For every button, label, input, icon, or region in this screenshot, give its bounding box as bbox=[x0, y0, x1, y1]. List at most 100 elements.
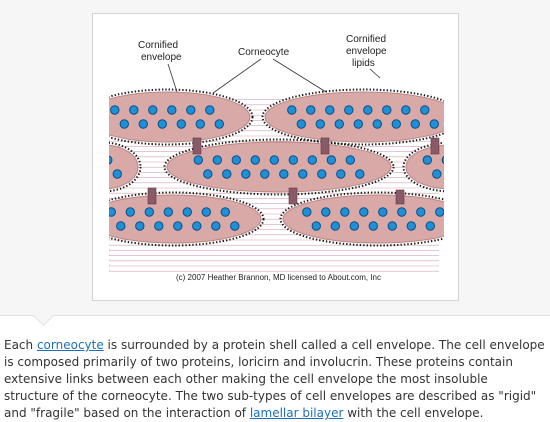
granule bbox=[109, 155, 113, 165]
granule bbox=[157, 119, 168, 129]
granule bbox=[193, 155, 204, 165]
cell-body bbox=[109, 194, 262, 244]
granule bbox=[129, 105, 139, 115]
granule bbox=[325, 105, 335, 115]
granule bbox=[425, 221, 435, 231]
granule bbox=[330, 221, 341, 231]
granule bbox=[260, 169, 270, 179]
granule bbox=[250, 155, 261, 165]
label-envelope-lipids-line2: envelope bbox=[346, 46, 387, 57]
granule bbox=[119, 119, 129, 129]
granule bbox=[344, 105, 354, 115]
granule bbox=[205, 105, 215, 115]
caption-paragraph: Each corneocyte is surrounded by a prote… bbox=[4, 337, 546, 422]
granule bbox=[382, 105, 392, 115]
corneocyte-cell bbox=[109, 191, 265, 247]
cell-body bbox=[282, 194, 444, 244]
granule bbox=[296, 119, 307, 129]
lipid-fiber bbox=[109, 191, 439, 194]
cell-body bbox=[264, 91, 444, 143]
leader-corneocyte-right bbox=[272, 58, 327, 93]
granule bbox=[116, 221, 126, 231]
granule bbox=[302, 207, 312, 217]
granule bbox=[387, 221, 397, 231]
granule bbox=[432, 169, 442, 179]
granule bbox=[391, 119, 401, 129]
granule bbox=[422, 155, 432, 165]
granule bbox=[112, 169, 122, 179]
granule bbox=[306, 105, 316, 115]
granule bbox=[410, 119, 420, 129]
granule bbox=[378, 207, 388, 217]
corneocyte-cell bbox=[402, 141, 444, 193]
granule bbox=[201, 207, 212, 217]
granule bbox=[420, 105, 430, 115]
granule bbox=[317, 169, 327, 179]
copyright-credit: (c) 2007 Heather Brannon, MD licensed to… bbox=[176, 273, 381, 282]
granule bbox=[212, 155, 223, 165]
junction-layer bbox=[147, 137, 440, 205]
granule bbox=[336, 169, 346, 179]
granule bbox=[173, 221, 183, 231]
cell-body bbox=[109, 91, 251, 143]
label-leader-lines bbox=[167, 58, 381, 94]
granule bbox=[368, 221, 378, 231]
granule bbox=[214, 119, 225, 129]
granule bbox=[94, 170, 102, 178]
cornified-envelope-dots bbox=[109, 88, 254, 146]
leader-cornified-envelope bbox=[167, 63, 178, 93]
label-cornified-envelope-line2: envelope bbox=[141, 52, 182, 63]
desmosome-junction bbox=[430, 137, 440, 155]
granule bbox=[416, 207, 426, 217]
label-cornified-envelope-line1: Cornified bbox=[138, 40, 178, 51]
granule bbox=[435, 207, 444, 217]
label-corneocyte: Corneocyte bbox=[238, 47, 290, 58]
granule bbox=[363, 105, 373, 115]
desmosome-junction bbox=[320, 137, 330, 155]
granule bbox=[311, 221, 322, 231]
granule bbox=[203, 169, 213, 179]
granule bbox=[372, 119, 382, 129]
corneocyte-cell bbox=[109, 88, 254, 146]
granule bbox=[279, 169, 289, 179]
caption-text-2: is surrounded by a protein shell called … bbox=[4, 338, 545, 420]
caption-text-3: with the cell envelope. bbox=[343, 406, 484, 420]
granule bbox=[287, 105, 297, 115]
granule bbox=[241, 169, 251, 179]
granule bbox=[182, 207, 193, 217]
granule bbox=[355, 169, 365, 179]
granule bbox=[125, 207, 135, 217]
corneocyte-cell bbox=[163, 138, 395, 196]
granule bbox=[406, 221, 416, 231]
leader-envelope-lipids bbox=[369, 68, 381, 79]
granule bbox=[359, 207, 369, 217]
granule bbox=[230, 221, 240, 231]
granule bbox=[397, 207, 407, 217]
granule bbox=[211, 221, 221, 231]
lipid-fiber bbox=[109, 248, 439, 251]
lipid-fiber bbox=[109, 254, 439, 256]
desmosome-junction bbox=[395, 189, 405, 205]
granule bbox=[154, 221, 164, 231]
link-lamellar-bilayer[interactable]: lamellar bilayer bbox=[249, 406, 344, 420]
granule bbox=[186, 105, 196, 115]
desmosome-junction bbox=[192, 137, 202, 155]
cornified-envelope-dots bbox=[109, 141, 142, 193]
granule bbox=[220, 207, 231, 217]
label-envelope-lipids-line3: lipids bbox=[352, 58, 375, 69]
granule bbox=[110, 105, 120, 115]
label-envelope-lipids-line1: Cornified bbox=[346, 34, 386, 45]
link-corneocyte[interactable]: corneocyte bbox=[36, 338, 104, 352]
granule bbox=[334, 119, 345, 129]
granule bbox=[345, 155, 355, 165]
granule bbox=[176, 119, 187, 129]
granule bbox=[288, 155, 299, 165]
granule bbox=[231, 155, 242, 165]
granule bbox=[138, 119, 148, 129]
granule bbox=[326, 155, 337, 165]
granule bbox=[269, 155, 280, 165]
granule bbox=[192, 221, 202, 231]
lipid-fiber bbox=[109, 269, 439, 272]
desmosome-junction bbox=[147, 187, 157, 205]
granule bbox=[353, 119, 363, 129]
